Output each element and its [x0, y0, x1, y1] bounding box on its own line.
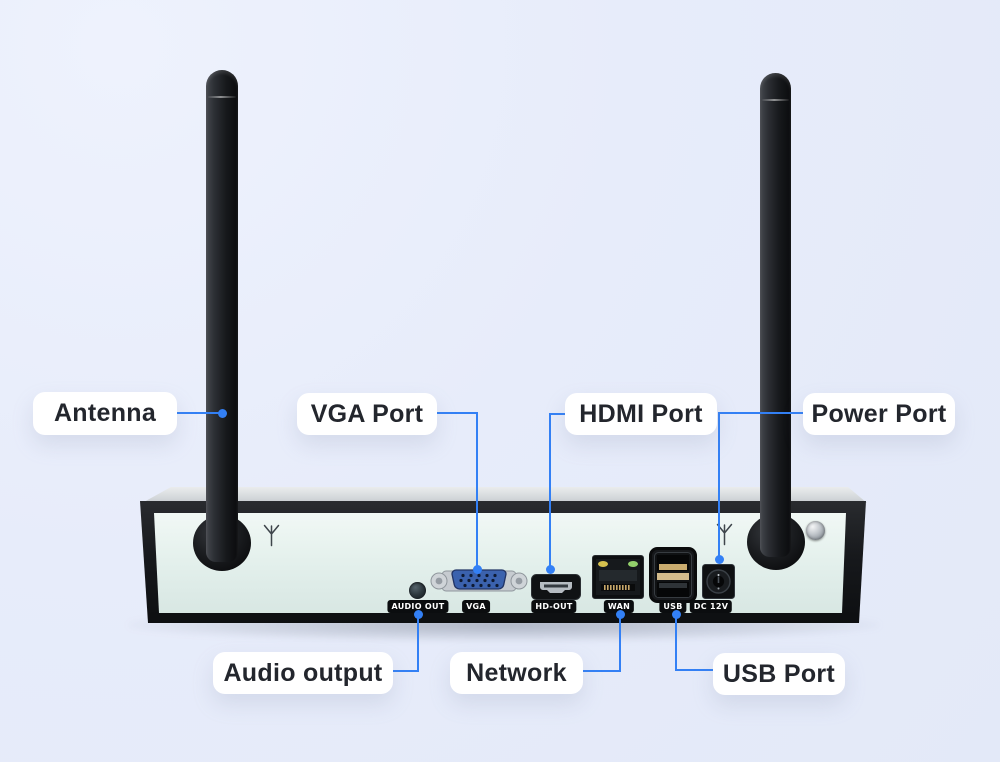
- connector-audio-h: [393, 670, 419, 672]
- hdmi-port: [531, 574, 581, 600]
- panel-screw: [806, 521, 825, 540]
- connector-vga-v: [476, 412, 478, 569]
- ethernet-wan-port: [592, 555, 644, 599]
- connector-network-h: [583, 670, 621, 672]
- dc-power-jack: [702, 564, 735, 599]
- antenna-symbol-icon: [263, 524, 280, 547]
- device-back-panel: [154, 513, 846, 613]
- callout-power-port: Power Port: [803, 393, 955, 435]
- device-top-surface: [142, 487, 867, 503]
- callout-hdmi-port: HDMI Port: [565, 393, 717, 435]
- callout-usb-port: USB Port: [713, 653, 845, 695]
- connector-dot-antenna: [217, 408, 227, 418]
- callout-audio-output: Audio output: [213, 652, 393, 694]
- connector-dot-power: [714, 554, 724, 564]
- callout-vga-port: VGA Port: [297, 393, 437, 435]
- port-badge-usb: USB: [659, 600, 687, 613]
- connector-power-v: [718, 412, 720, 559]
- connector-power-h: [719, 412, 804, 414]
- connector-dot-network: [615, 609, 625, 619]
- port-badge-hd-out: HD-OUT: [531, 600, 577, 613]
- antenna-right: [760, 73, 791, 557]
- connector-dot-audio: [413, 609, 423, 619]
- port-badge-wan: WAN: [603, 600, 635, 613]
- port-badge-dc-12v: DC 12V: [689, 600, 733, 613]
- connector-dot-hdmi: [545, 564, 555, 574]
- usb-ports: [649, 547, 697, 603]
- connector-hdmi-h: [550, 413, 566, 415]
- connector-antenna: [177, 412, 223, 414]
- port-badge-vga: VGA: [462, 600, 490, 613]
- connector-dot-usb: [671, 609, 681, 619]
- connector-audio-v: [417, 614, 419, 672]
- connector-usb-v: [675, 614, 677, 671]
- port-badge-audio-out: AUDIO OUT: [387, 600, 449, 613]
- audio-out-jack: [409, 582, 426, 599]
- connector-hdmi-v: [549, 413, 551, 569]
- connector-network-v: [619, 614, 621, 672]
- antenna-left: [206, 70, 238, 562]
- callout-antenna: Antenna: [33, 392, 177, 435]
- connector-vga-h: [437, 412, 478, 414]
- connector-usb-h: [676, 669, 713, 671]
- connector-dot-vga: [472, 564, 482, 574]
- callout-network: Network: [450, 652, 583, 694]
